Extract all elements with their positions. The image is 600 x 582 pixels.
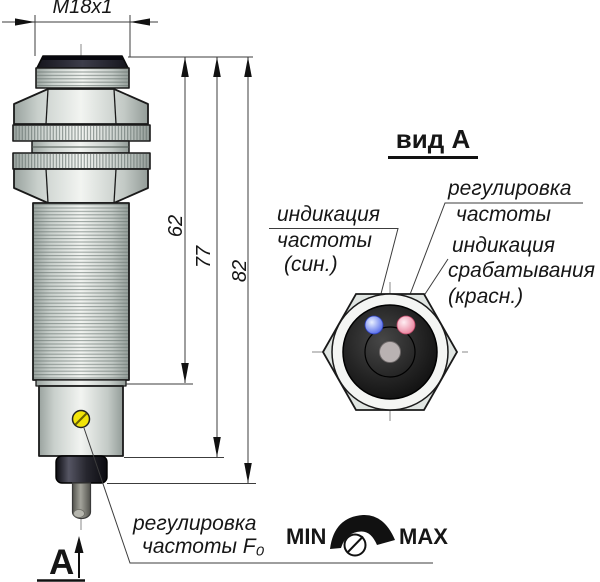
sensor-front-view <box>12 44 151 530</box>
view-direction-arrow <box>37 536 85 582</box>
freq-indication-label-line3: (син.) <box>284 253 338 276</box>
leader-adjust-screw <box>83 427 433 564</box>
view-a-title: вид А <box>388 124 478 159</box>
dial-max-label: MAX <box>399 524 448 549</box>
thread-size-label: M18x1 <box>52 0 113 18</box>
led-trigger-red <box>396 315 416 335</box>
hex-nut-bottom <box>13 168 149 204</box>
dimension-82 <box>107 57 256 484</box>
dim-77-label: 77 <box>192 245 215 269</box>
dial-arc <box>330 514 395 549</box>
dimension-lines <box>2 15 256 484</box>
freq-adjust-label-line1: регулировка <box>448 177 572 200</box>
view-a-inner-ring <box>364 326 416 378</box>
dim-62-label: 62 <box>164 214 187 238</box>
freq-indication-label-line1: индикация <box>277 203 381 226</box>
dial-screw-slot <box>346 535 364 554</box>
dial-min-label: MIN <box>286 524 327 549</box>
view-arrow-letter: A <box>49 543 75 582</box>
lock-ring-2 <box>12 152 151 170</box>
threaded-body <box>32 202 130 381</box>
freq-indication-label-line2: частоты <box>277 229 372 252</box>
spacer-washer <box>31 140 130 154</box>
led-frequency-blue <box>364 315 384 335</box>
dim-82-label: 82 <box>228 259 251 283</box>
center-adjust-screw <box>379 341 401 363</box>
view-a-end-view <box>312 282 468 422</box>
freq-adjust-label-line2: частоты <box>456 203 551 226</box>
freq-adjust-f0-label-line2: частоты F₀ <box>142 535 265 558</box>
adjust-screw <box>71 409 91 429</box>
sensing-face-top-band <box>42 56 123 60</box>
leader-freq-indication <box>269 228 399 314</box>
thread-neck <box>35 67 130 89</box>
dimension-m18 <box>2 15 158 57</box>
min-max-dial-icon <box>330 514 395 557</box>
trigger-indication-label-line1: индикация <box>452 234 556 257</box>
dimension-77 <box>124 57 224 458</box>
end-cap <box>55 455 108 484</box>
trigger-indication-label-line3: (красн.) <box>448 285 524 308</box>
lock-ring-1 <box>12 124 151 142</box>
hex-nut-top <box>13 88 149 125</box>
freq-adjust-f0-label-line1: регулировка <box>133 512 257 535</box>
trigger-indication-label-line2: срабатывания <box>448 259 595 282</box>
cable <box>71 482 92 520</box>
dimension-62 <box>126 57 193 385</box>
